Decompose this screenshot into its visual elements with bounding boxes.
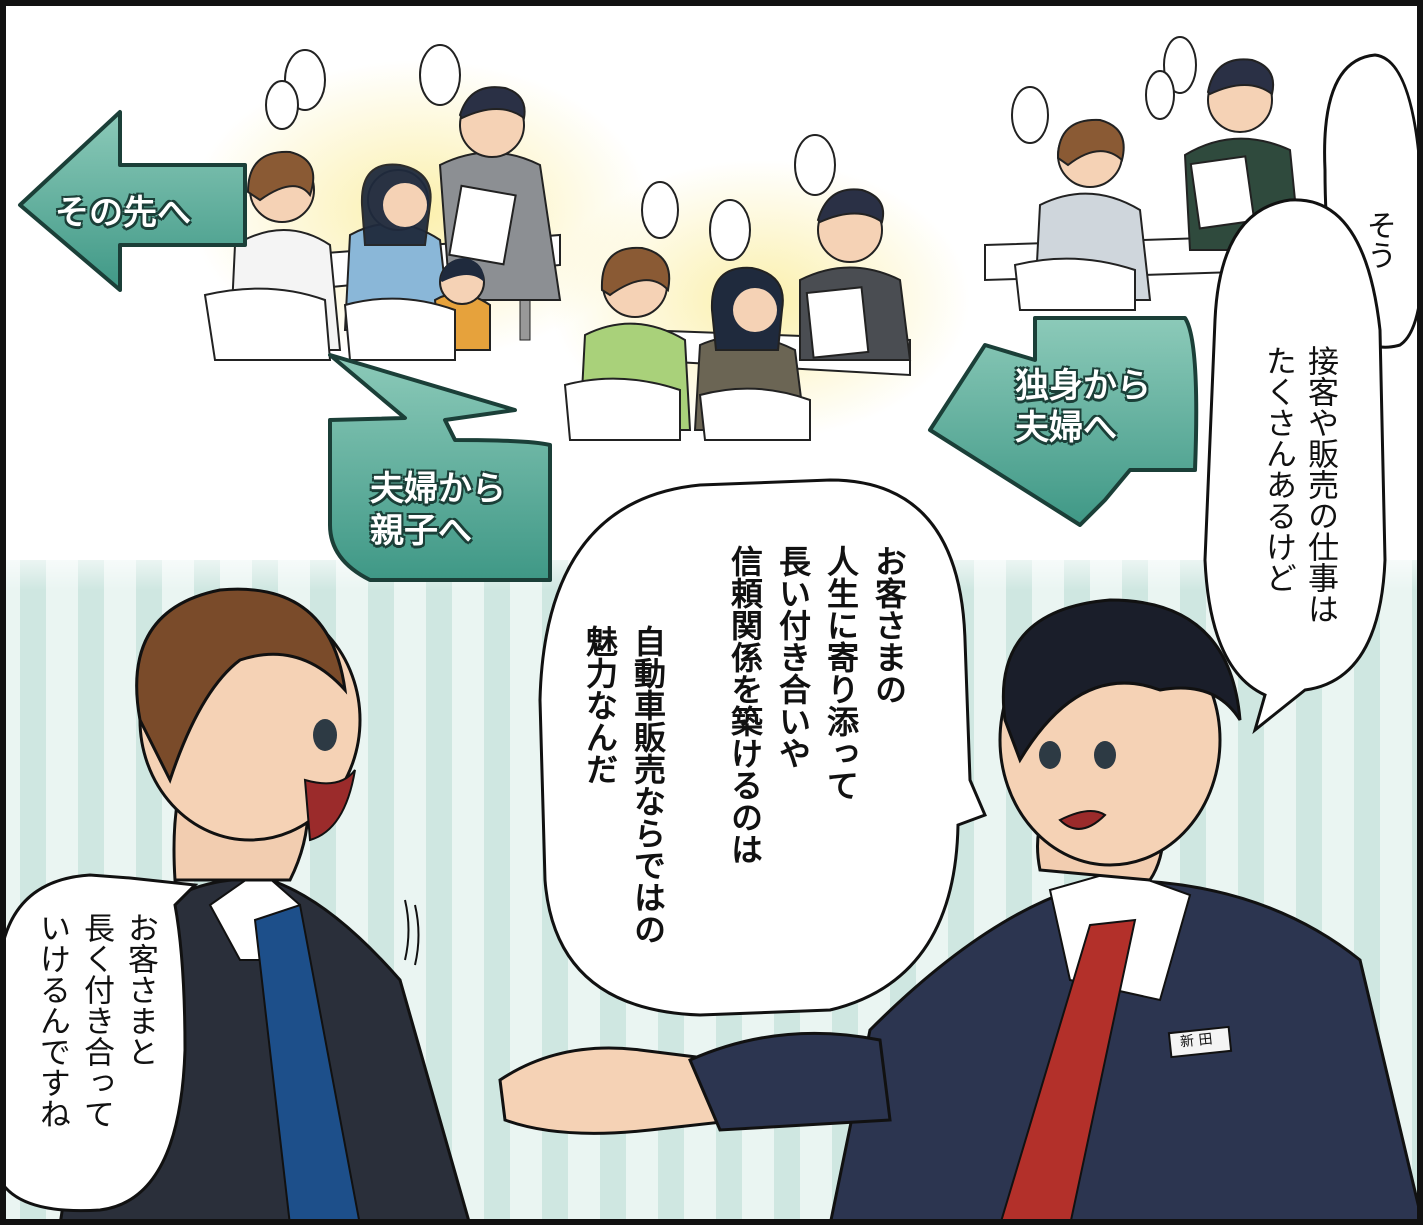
arrow-right-shape xyxy=(928,316,1199,527)
senior-salesman xyxy=(498,598,1423,1225)
bubble-bottom-left-col3: いけるんですね xyxy=(34,912,70,1129)
nametag xyxy=(1167,1025,1233,1059)
bubble-center-col3: 長い付き合いや xyxy=(774,545,812,769)
bubble-bottom-left-col2: 長く付き合って xyxy=(78,912,114,1129)
bubble-center-col5: 自動車販売ならではの xyxy=(629,625,667,945)
scene-couple xyxy=(563,134,912,441)
bubble-bottom-left-col1: お客さまと xyxy=(122,912,158,1067)
bubble-top-right-col1: 接客や販売の仕事は xyxy=(1302,345,1338,624)
arrow-label-right-line1: 独身から xyxy=(1015,366,1151,406)
nametag-text: 新 田 xyxy=(1179,1031,1214,1051)
arrow-label-middle: 夫婦から 親子へ xyxy=(370,468,506,552)
bubble-bottom-left-shape xyxy=(0,873,199,1213)
arrow-label-right: 独身から 夫婦へ xyxy=(1015,365,1151,449)
motion-lines xyxy=(404,899,420,966)
bubble-center-col2: 人生に寄り添って xyxy=(822,545,860,801)
arrow-left-shape xyxy=(18,110,247,292)
bubble-center-col6: 魅力なんだ xyxy=(581,625,619,785)
arrow-label-sonosakihe: その先へ xyxy=(55,193,191,233)
bubble-top-right-col2: たくさんあるけど xyxy=(1260,345,1296,593)
arrow-label-middle-line2: 親子へ xyxy=(370,511,472,551)
arrow-label-right-line2: 夫婦へ xyxy=(1015,408,1117,448)
arrow-label-middle-line1: 夫婦から xyxy=(370,469,506,509)
bubble-center-col4: 信頼関係を築けるのは xyxy=(726,545,764,865)
bubble-center-shape xyxy=(538,478,988,1017)
arrow-middle-shape xyxy=(328,353,552,582)
bubble-soo-text: そう xyxy=(1361,210,1396,270)
scene-family xyxy=(203,44,562,361)
bubble-center-col1: お客さまの xyxy=(870,545,908,705)
bubble-top-right-shape xyxy=(1203,198,1387,735)
